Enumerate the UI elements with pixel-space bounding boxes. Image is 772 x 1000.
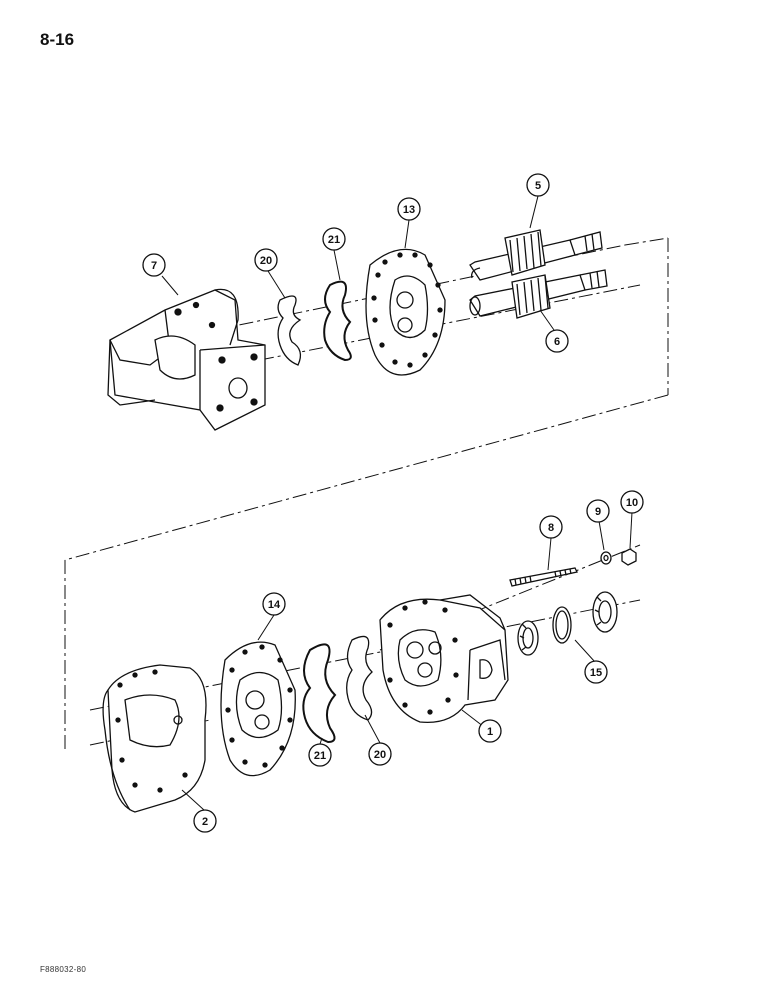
rear-cover-part (107, 288, 266, 431)
callout-1: 1 (478, 719, 502, 743)
callout-21-lower: 21 (308, 743, 332, 767)
callout-14: 14 (262, 592, 286, 616)
callout-label: 9 (595, 506, 601, 518)
callout-label: 1 (487, 726, 493, 738)
bearing-set-part (517, 591, 618, 656)
callout-label: 20 (260, 255, 272, 267)
callout-13: 13 (397, 197, 421, 221)
stud-part (509, 567, 578, 587)
callout-label: 6 (554, 336, 560, 348)
upper-connector-line (64, 237, 669, 750)
callout-5: 5 (526, 173, 550, 197)
page-number: 8-16 (40, 30, 75, 49)
callout-label: 21 (314, 750, 326, 762)
callout-7: 7 (142, 253, 166, 277)
callout-6: 6 (545, 329, 569, 353)
wear-plate-lower-part (220, 641, 296, 777)
backup-gasket-lower-part (346, 635, 373, 721)
seal-lower-part (302, 643, 337, 744)
callout-label: 13 (403, 204, 415, 216)
callout-21-upper: 21 (322, 227, 346, 251)
callout-label: 10 (626, 497, 638, 509)
callout-label: 8 (548, 522, 554, 534)
callout-label: 14 (268, 599, 281, 611)
driven-gear-shaft-part (469, 269, 608, 319)
callout-label: 15 (590, 667, 602, 679)
wear-plate-upper-part (365, 248, 446, 376)
callout-20-lower: 20 (368, 742, 392, 766)
callout-label: 21 (328, 234, 340, 246)
callout-9: 9 (586, 499, 610, 523)
callout-2: 2 (193, 809, 217, 833)
figure-code: F888032-80 (40, 965, 87, 974)
front-cover-part (379, 594, 509, 724)
callout-15: 15 (584, 660, 608, 684)
nut-part (621, 548, 637, 566)
callout-label: 20 (374, 749, 386, 761)
gear-housing-part (102, 664, 207, 813)
callout-label: 2 (202, 816, 208, 828)
callout-label: 7 (151, 260, 157, 272)
callout-8: 8 (539, 515, 563, 539)
callout-10: 10 (620, 490, 644, 514)
backup-gasket-upper-part (277, 295, 302, 366)
washer-hole (603, 554, 609, 562)
washer-part (600, 551, 612, 565)
drive-gear-shaft-part (469, 229, 603, 281)
seal-upper-part (323, 280, 352, 362)
callout-label: 5 (535, 180, 541, 192)
callout-20-upper: 20 (254, 248, 278, 272)
